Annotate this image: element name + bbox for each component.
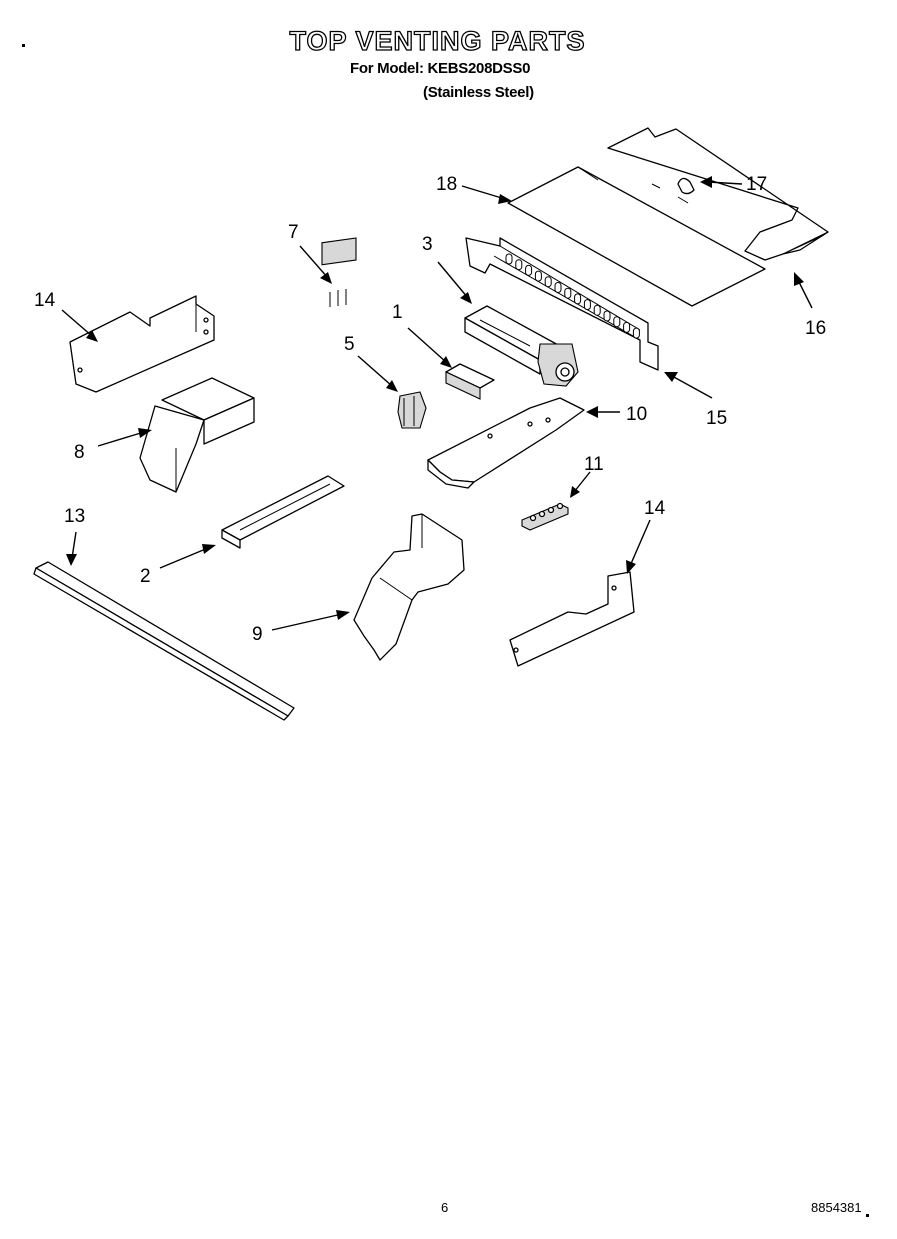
- vent-slot: [525, 264, 533, 276]
- callout-14-right: 14: [644, 498, 666, 519]
- vent-slot: [564, 287, 572, 299]
- registration-mark: [22, 44, 25, 47]
- part-1-block: [445, 363, 495, 400]
- vent-slot: [515, 259, 523, 271]
- callout-15: 15: [706, 408, 727, 429]
- model-line: For Model: KEBS208DSS0: [350, 60, 531, 77]
- vent-slot: [554, 282, 562, 293]
- callout-13: 13: [64, 506, 85, 527]
- part-3-assembly: [464, 305, 579, 387]
- callout-11: 11: [584, 454, 604, 475]
- vent-slot: [544, 276, 552, 288]
- vent-slot: [593, 304, 601, 316]
- part-10-plate: [427, 397, 585, 489]
- callout-10: 10: [626, 404, 647, 425]
- part-14-bracket-left: [69, 295, 215, 393]
- callout-16: 16: [805, 318, 826, 339]
- part-7-connector: [321, 237, 357, 307]
- vent-slot: [505, 253, 513, 265]
- callout-1: 1: [392, 302, 403, 323]
- page-title: TOP VENTING PARTS: [289, 25, 586, 56]
- vent-slot: [583, 299, 591, 311]
- vent-slot: [603, 310, 611, 322]
- part-11-terminal: [521, 502, 569, 531]
- registration-mark: [866, 1214, 869, 1217]
- finish-line: (Stainless Steel): [423, 84, 534, 101]
- vent-slot: [534, 270, 542, 282]
- part-2-strip: [221, 475, 345, 549]
- vent-slot: [574, 293, 582, 305]
- callout-17: 17: [746, 174, 767, 195]
- part-16-panel: [607, 127, 829, 261]
- callout-3: 3: [422, 234, 433, 255]
- vent-slot: [613, 316, 621, 328]
- vent-slot: [632, 327, 640, 339]
- part-14-bracket-right: [509, 571, 635, 667]
- page-number: 6: [441, 1200, 449, 1215]
- part-5-switch: [397, 391, 427, 429]
- part-18-sheet: [507, 166, 766, 307]
- part-9-duct: [353, 513, 465, 661]
- callout-2: 2: [140, 566, 151, 587]
- callout-5: 5: [344, 334, 355, 355]
- part-15-channel: [465, 237, 659, 371]
- callout-18: 18: [436, 174, 457, 195]
- callout-9: 9: [252, 624, 263, 645]
- part-13-rail: [33, 561, 295, 721]
- vent-slot: [623, 321, 631, 333]
- part-8-duct: [139, 377, 255, 493]
- document-code: 8854381: [811, 1200, 862, 1215]
- leader-lines: [61, 176, 813, 631]
- callout-14-left: 14: [34, 290, 56, 311]
- callout-7: 7: [288, 222, 299, 243]
- callout-8: 8: [74, 442, 85, 463]
- part-17-clip: [651, 177, 695, 204]
- part-15-slots: [505, 253, 640, 339]
